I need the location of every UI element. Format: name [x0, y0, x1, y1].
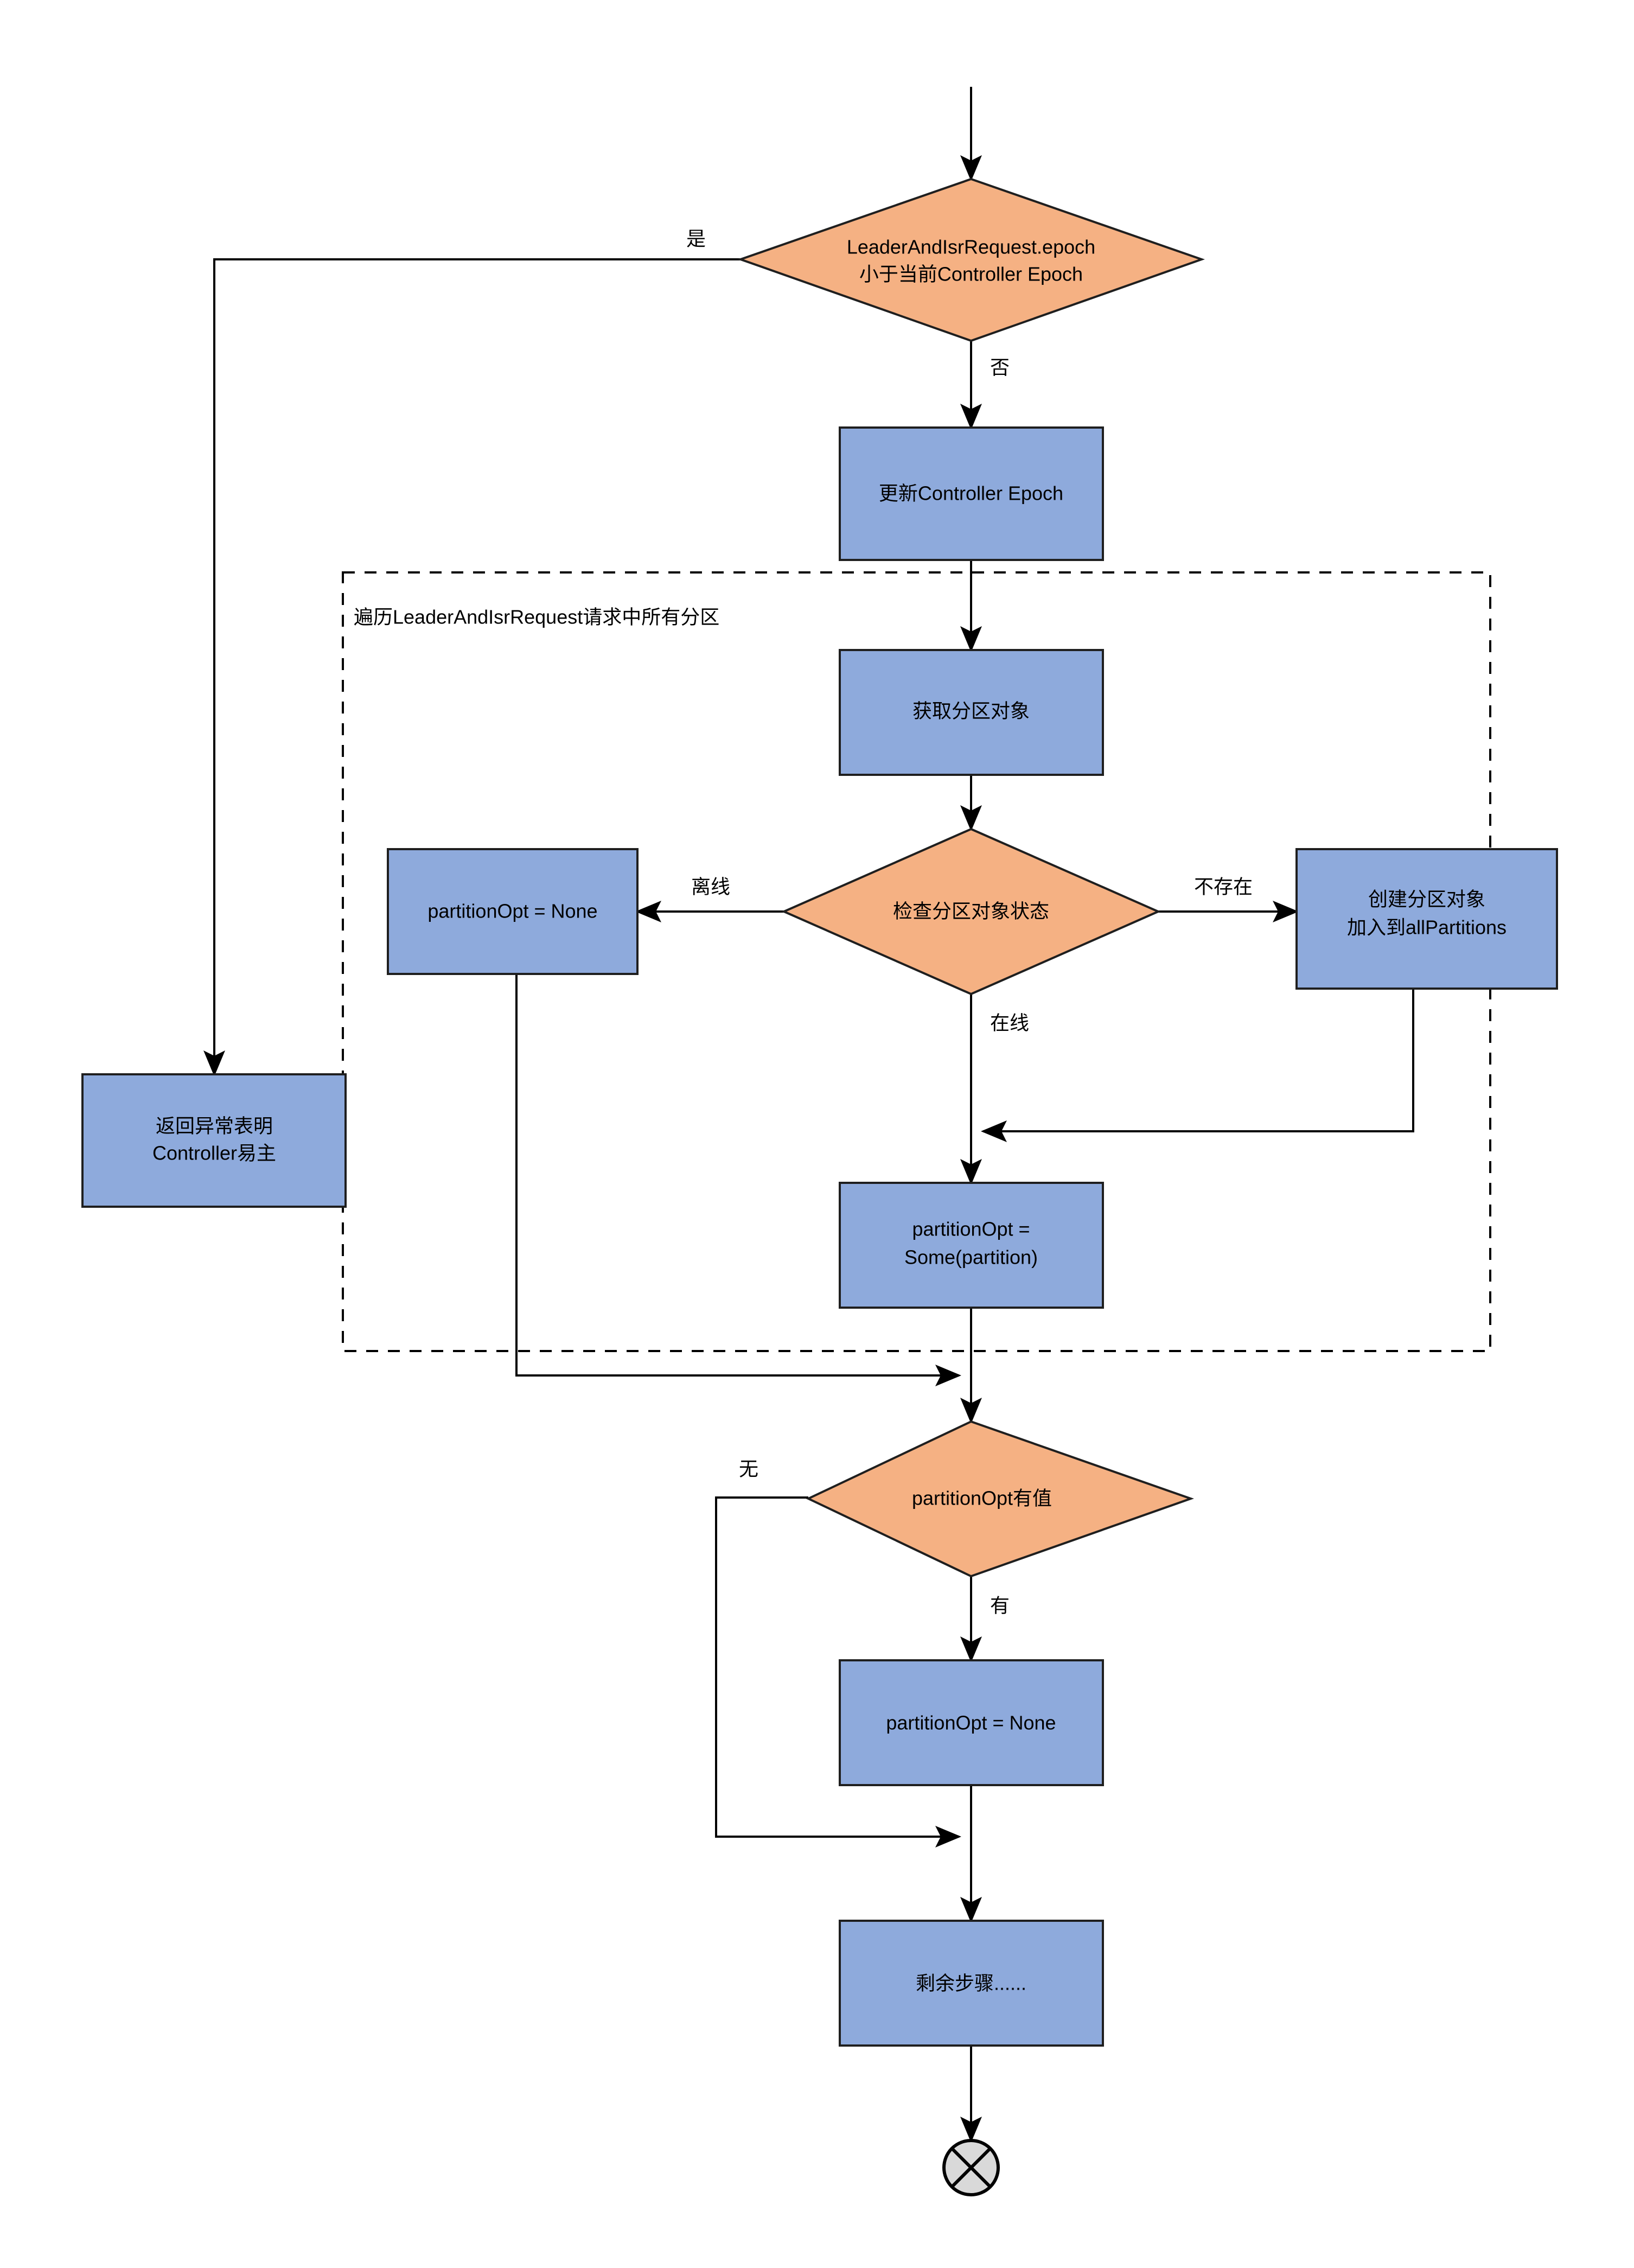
circle-x-icon — [942, 2139, 1000, 2196]
get-partition-label: 获取分区对象 — [912, 700, 1030, 722]
loop-group-label: 遍历LeaderAndIsrRequest请求中所有分区 — [354, 606, 719, 628]
decision-epoch-less-than-controller[interactable]: LeaderAndIsrRequest.epoch 小于当前Controller… — [737, 177, 1205, 342]
process-partition-opt-none-left[interactable]: partitionOpt = None — [387, 848, 639, 975]
process-partition-opt-some[interactable]: partitionOpt = Some(partition) — [839, 1182, 1104, 1309]
partition-opt-none-left-label: partitionOpt = None — [427, 900, 597, 922]
loop-group-frame — [342, 571, 1491, 1352]
edge-label-opt-has: 有 — [990, 1595, 1010, 1617]
edge-label-epoch-no: 否 — [990, 356, 1010, 379]
partition-opt-some-line2: Some(partition) — [904, 1246, 1038, 1269]
decision-epoch-line2: 小于当前Controller Epoch — [859, 263, 1083, 285]
decision-partition-opt-has-value[interactable]: partitionOpt有值 — [806, 1420, 1195, 1578]
connector-epoch-yes — [203, 258, 741, 1076]
create-partition-line2: 加入到allPartitions — [1347, 916, 1507, 939]
remaining-steps-label: 剩余步骤...... — [916, 1972, 1026, 1995]
process-remaining-steps[interactable]: 剩余步骤...... — [839, 1920, 1104, 2047]
update-epoch-label: 更新Controller Epoch — [879, 482, 1063, 505]
connector-opt-none — [715, 1496, 961, 1847]
process-update-controller-epoch[interactable]: 更新Controller Epoch — [839, 426, 1104, 561]
return-exception-line2: Controller易主 — [152, 1142, 276, 1164]
edge-label-opt-none: 无 — [739, 1458, 758, 1480]
connector-none-left-merge — [515, 974, 961, 1386]
edge-label-state-online: 在线 — [990, 1012, 1029, 1034]
return-exception-line1: 返回异常表明 — [156, 1115, 273, 1137]
process-partition-opt-none-bottom[interactable]: partitionOpt = None — [839, 1659, 1104, 1786]
partition-opt-some-line1: partitionOpt = — [912, 1218, 1030, 1240]
decision-check-partition-state[interactable]: 检查分区对象状态 — [781, 827, 1161, 996]
create-partition-line1: 创建分区对象 — [1368, 888, 1485, 910]
connector-create-merge — [981, 989, 1414, 1142]
decision-partition-opt-label: partitionOpt有值 — [912, 1487, 1052, 1509]
decision-epoch-line1: LeaderAndIsrRequest.epoch — [847, 236, 1095, 258]
process-create-partition-add-allpartitions[interactable]: 创建分区对象 加入到allPartitions — [1295, 848, 1558, 990]
edge-label-state-offline: 离线 — [691, 876, 730, 898]
process-return-exception[interactable]: 返回异常表明 Controller易主 — [81, 1073, 347, 1208]
partition-opt-none-bottom-label: partitionOpt = None — [886, 1712, 1056, 1734]
edge-label-epoch-yes: 是 — [686, 228, 706, 250]
process-get-partition-object[interactable]: 获取分区对象 — [839, 649, 1104, 776]
edge-label-state-not-exists: 不存在 — [1194, 876, 1253, 898]
decision-partition-state-label: 检查分区对象状态 — [893, 900, 1049, 922]
